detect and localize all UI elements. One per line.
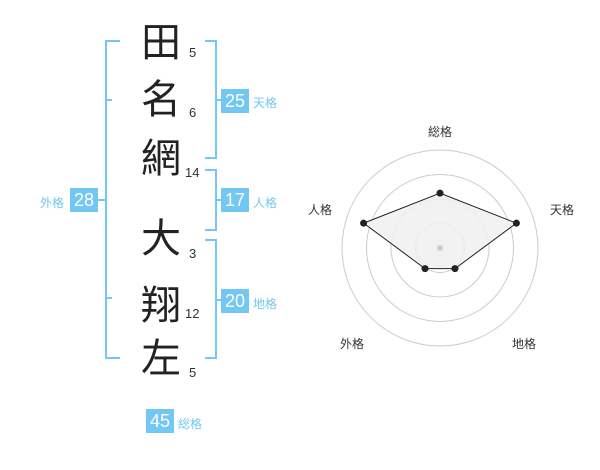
gaikaku-label: 外格 <box>40 196 65 210</box>
radar-point-2 <box>512 219 520 227</box>
stroke-count-5: 12 <box>185 306 200 321</box>
name-char-4: 大 <box>141 216 181 262</box>
radar-label-chikaku: 地格 <box>512 337 537 351</box>
radar-point-3 <box>451 265 459 273</box>
jinkaku-value: 17 <box>221 188 249 212</box>
stroke-count-1: 5 <box>189 45 197 60</box>
radar-point-5 <box>360 219 368 227</box>
name-char-2: 名 <box>141 77 181 123</box>
stroke-count-3: 14 <box>185 165 200 180</box>
radar-point-1 <box>436 189 444 197</box>
tenkaku-value: 25 <box>221 89 249 113</box>
stroke-count-4: 3 <box>189 246 197 261</box>
radar-point-4 <box>421 265 429 273</box>
radar-ring <box>366 174 514 322</box>
stroke-count-6: 5 <box>189 365 197 380</box>
radar-center <box>437 245 443 251</box>
stroke-count-2: 6 <box>189 105 197 120</box>
radar-label-gaikaku: 外格 <box>340 337 365 351</box>
gaikaku-value: 28 <box>70 188 98 212</box>
jinkaku-label: 人格 <box>253 196 278 210</box>
radar-ring <box>341 149 539 347</box>
name-char-1: 田 <box>141 20 181 66</box>
radar-area <box>362 192 518 270</box>
soukaku-value: 45 <box>146 409 174 433</box>
radar-label-soukaku: 総格 <box>428 125 453 139</box>
name-char-5: 翔 <box>141 283 181 329</box>
name-char-3: 網 <box>141 136 181 182</box>
chikaku-value: 20 <box>221 289 249 313</box>
radar-label-tenkaku: 天格 <box>550 203 575 217</box>
tenkaku-label: 天格 <box>253 96 278 110</box>
name-char-6: 左 <box>141 336 181 382</box>
radar-label-jinkaku: 人格 <box>308 203 333 217</box>
chikaku-label: 地格 <box>253 297 278 311</box>
soukaku-label: 総格 <box>178 417 203 431</box>
